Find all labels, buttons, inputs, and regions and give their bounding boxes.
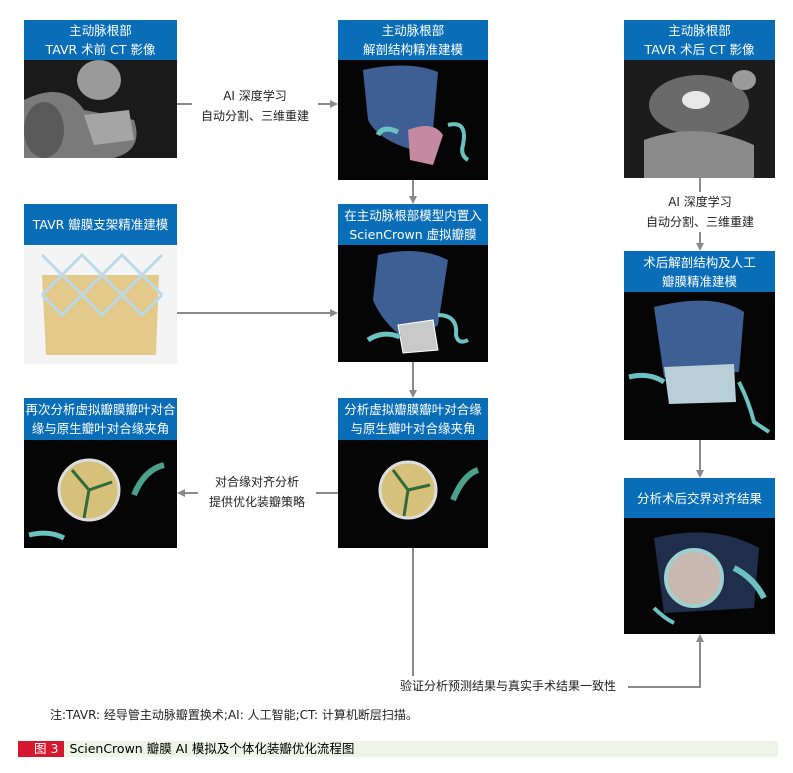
header-line: 主动脉根部 bbox=[69, 23, 132, 38]
arrow-head bbox=[409, 196, 417, 204]
box-header: 主动脉根部解剖结构精准建模 bbox=[338, 20, 488, 60]
arrow-head bbox=[696, 243, 704, 251]
header-line: ScienCrown 虚拟瓣膜 bbox=[349, 226, 477, 242]
ct-image bbox=[24, 60, 177, 158]
arrow-head bbox=[696, 634, 704, 642]
arrow-head bbox=[177, 489, 185, 497]
box-header: 在主动脉根部模型内置入 ScienCrown 虚拟瓣膜 bbox=[338, 204, 488, 245]
label-line: 自动分割、三维重建 bbox=[200, 109, 309, 123]
box-header: 主动脉根部 TAVR 术前 CT 影像 bbox=[24, 20, 177, 60]
leaflet-view-image bbox=[24, 440, 177, 548]
caption-text: ScienCrown 瓣膜 AI 模拟及个体化装瓣优化流程图 bbox=[69, 741, 355, 756]
figure-number: 图 3 bbox=[18, 741, 65, 757]
box-virtual-implant: 在主动脉根部模型内置入 ScienCrown 虚拟瓣膜 bbox=[338, 204, 488, 362]
box-header: 分析虚拟瓣膜瓣叶对合缘与原生瓣叶对合缘夹角 bbox=[338, 398, 488, 440]
header-line: 缘与原生瓣叶对合缘夹角 bbox=[31, 421, 170, 436]
arrow-head bbox=[330, 309, 338, 317]
arrow-line bbox=[699, 642, 701, 688]
label-line: AI 深度学习 bbox=[668, 195, 732, 209]
label-line: AI 深度学习 bbox=[223, 89, 287, 103]
arrow-head bbox=[409, 390, 417, 398]
leaflet-view-image bbox=[338, 440, 488, 548]
ct-image bbox=[624, 60, 775, 178]
box-valve-model: TAVR 瓣膜支架精准建模 bbox=[24, 204, 177, 364]
figure-caption: 图 3 ScienCrown 瓣膜 AI 模拟及个体化装瓣优化流程图 bbox=[18, 741, 778, 757]
header-line: 分析术后交界对齐结果 bbox=[636, 490, 762, 506]
valve-stent-image bbox=[24, 245, 177, 364]
header-line: 在主动脉根部模型内置入 bbox=[344, 207, 482, 223]
arrow-line bbox=[412, 548, 414, 676]
header-line: TAVR 术前 CT 影像 bbox=[45, 42, 156, 57]
alignment-image bbox=[624, 518, 775, 634]
arrow-label-ai-right: AI 深度学习自动分割、三维重建 bbox=[640, 192, 760, 232]
box-anatomy-model: 主动脉根部解剖结构精准建模 bbox=[338, 20, 488, 180]
header-line: TAVR 术后 CT 影像 bbox=[644, 42, 755, 57]
arrow-line bbox=[412, 362, 414, 390]
header-line: 术后解剖结构及人工 bbox=[643, 254, 756, 270]
header-line: 瓣膜精准建模 bbox=[661, 273, 737, 289]
box-header: 分析术后交界对齐结果 bbox=[624, 478, 775, 518]
implant-model-image bbox=[338, 245, 488, 362]
header-line: 与原生瓣叶对合缘夹角 bbox=[350, 421, 476, 436]
box-postop-alignment: 分析术后交界对齐结果 bbox=[624, 478, 775, 634]
box-reanalysis: 再次分析虚拟瓣膜瓣叶对合缘与原生瓣叶对合缘夹角 bbox=[24, 398, 177, 548]
box-analysis: 分析虚拟瓣膜瓣叶对合缘与原生瓣叶对合缘夹角 bbox=[338, 398, 488, 548]
arrow-line bbox=[412, 180, 414, 196]
arrow-head bbox=[330, 100, 338, 108]
label-line: 对合缘对齐分析 bbox=[214, 475, 299, 489]
arrow-label-align: 对合缘对齐分析提供优化装瓣策略 bbox=[198, 472, 316, 512]
header-line: 主动脉根部 bbox=[668, 23, 731, 38]
box-header: 主动脉根部 TAVR 术后 CT 影像 bbox=[624, 20, 775, 60]
box-header: 再次分析虚拟瓣膜瓣叶对合缘与原生瓣叶对合缘夹角 bbox=[24, 398, 177, 440]
arrow-head bbox=[696, 470, 704, 478]
arrow-line bbox=[177, 312, 330, 314]
box-postop-model: 术后解剖结构及人工瓣膜精准建模 bbox=[624, 251, 775, 440]
header-line: 主动脉根部 bbox=[381, 23, 445, 38]
arrow-line bbox=[699, 440, 701, 470]
header-line: 解剖结构精准建模 bbox=[362, 42, 463, 57]
box-header: 术后解剖结构及人工瓣膜精准建模 bbox=[624, 251, 775, 292]
postop-model-image bbox=[624, 292, 775, 440]
label-line: 自动分割、三维重建 bbox=[645, 215, 754, 229]
arrow-label-ai-top: AI 深度学习自动分割、三维重建 bbox=[192, 86, 318, 126]
label-line: 提供优化装瓣策略 bbox=[208, 495, 305, 509]
box-header: TAVR 瓣膜支架精准建模 bbox=[24, 204, 177, 245]
header-line: 再次分析虚拟瓣膜瓣叶对合 bbox=[25, 402, 176, 417]
header-line: 分析虚拟瓣膜瓣叶对合缘 bbox=[344, 402, 482, 417]
arrow-line bbox=[628, 686, 701, 688]
header-line: TAVR 瓣膜支架精准建模 bbox=[32, 217, 169, 232]
box-postop-ct: 主动脉根部 TAVR 术后 CT 影像 bbox=[624, 20, 775, 178]
aortic-model-image bbox=[338, 60, 488, 180]
box-preop-ct: 主动脉根部 TAVR 术前 CT 影像 bbox=[24, 20, 177, 158]
arrow-label-verify: 验证分析预测结果与真实手术结果一致性 bbox=[388, 676, 628, 696]
figure-note: 注:TAVR: 经导管主动脉瓣置换术;AI: 人工智能;CT: 计算机断层扫描。 bbox=[50, 708, 418, 722]
